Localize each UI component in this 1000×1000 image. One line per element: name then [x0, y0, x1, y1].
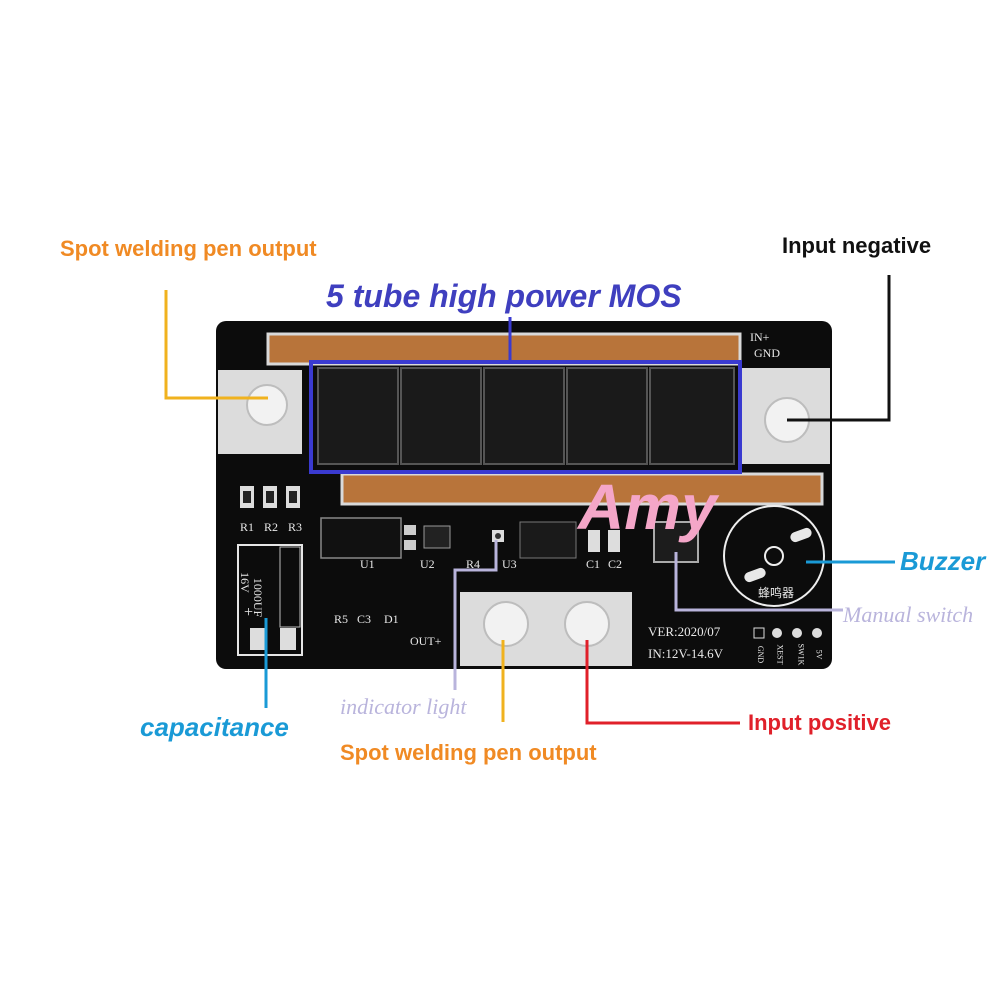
silk-r4: R4 [466, 557, 481, 571]
silk-buzzer-cn: 蜂鸣器 [758, 586, 795, 600]
silk-in-plus: IN+ [750, 330, 770, 344]
silk-pin-xest: XEST [775, 644, 785, 665]
silk-r2: R2 [264, 520, 279, 534]
silk-u3: U3 [502, 557, 517, 571]
output-positive-terminal [483, 601, 529, 647]
silk-out-plus: OUT+ [410, 634, 442, 648]
top-copper-bar [268, 334, 740, 364]
watermark-amy: Amy [578, 471, 717, 543]
label-input-negative: Input negative [782, 233, 932, 258]
label-input-positive: Input positive [748, 710, 891, 735]
mosfet [483, 367, 565, 465]
label-indicator-light: indicator light [340, 694, 467, 719]
silk-cap-plus: + [244, 604, 254, 621]
leader-indicator-light [453, 540, 498, 690]
label-pen-output-top: Spot welding pen output [60, 236, 317, 261]
silk-gnd: GND [754, 346, 780, 360]
silk-c2: C2 [608, 557, 623, 571]
mosfet-array [317, 367, 735, 465]
mosfet [400, 367, 482, 465]
silk-pin-gnd: GND [756, 645, 766, 664]
input-positive-terminal [564, 601, 610, 647]
label-pen-output-bottom: Spot welding pen output [340, 740, 597, 765]
left-output-terminal [246, 384, 288, 426]
silk-r5: R5 [334, 612, 349, 626]
silk-input-range: IN:12V-14.6V [648, 646, 723, 661]
silk-u2: U2 [420, 557, 435, 571]
label-mos: 5 tube high power MOS [326, 278, 682, 314]
silk-u1: U1 [360, 557, 375, 571]
leader-input-positive [585, 640, 740, 725]
silk-r1: R1 [240, 520, 255, 534]
silk-r3: R3 [288, 520, 303, 534]
buzzer-body [723, 505, 825, 607]
label-capacitance: capacitance [140, 712, 289, 742]
silk-c1: C1 [586, 557, 601, 571]
silk-version: VER:2020/07 [648, 624, 721, 639]
silk-d1: D1 [384, 612, 399, 626]
leader-pen-output-top [164, 290, 268, 400]
mosfet [649, 367, 735, 465]
silk-pin-5v: 5V [814, 649, 824, 660]
mos-highlight-box [309, 360, 742, 474]
label-buzzer: Buzzer [900, 546, 986, 576]
mosfet [317, 367, 399, 465]
leader-manual-switch [674, 552, 843, 612]
mosfet [566, 367, 648, 465]
silk-c3: C3 [357, 612, 372, 626]
silk-pin-sw: SW1K [796, 643, 806, 666]
bottom-copper-bar [342, 474, 822, 504]
capacitor-outline [237, 544, 303, 656]
leader-input-negative [787, 275, 891, 422]
label-manual-switch: Manual switch [843, 602, 974, 627]
